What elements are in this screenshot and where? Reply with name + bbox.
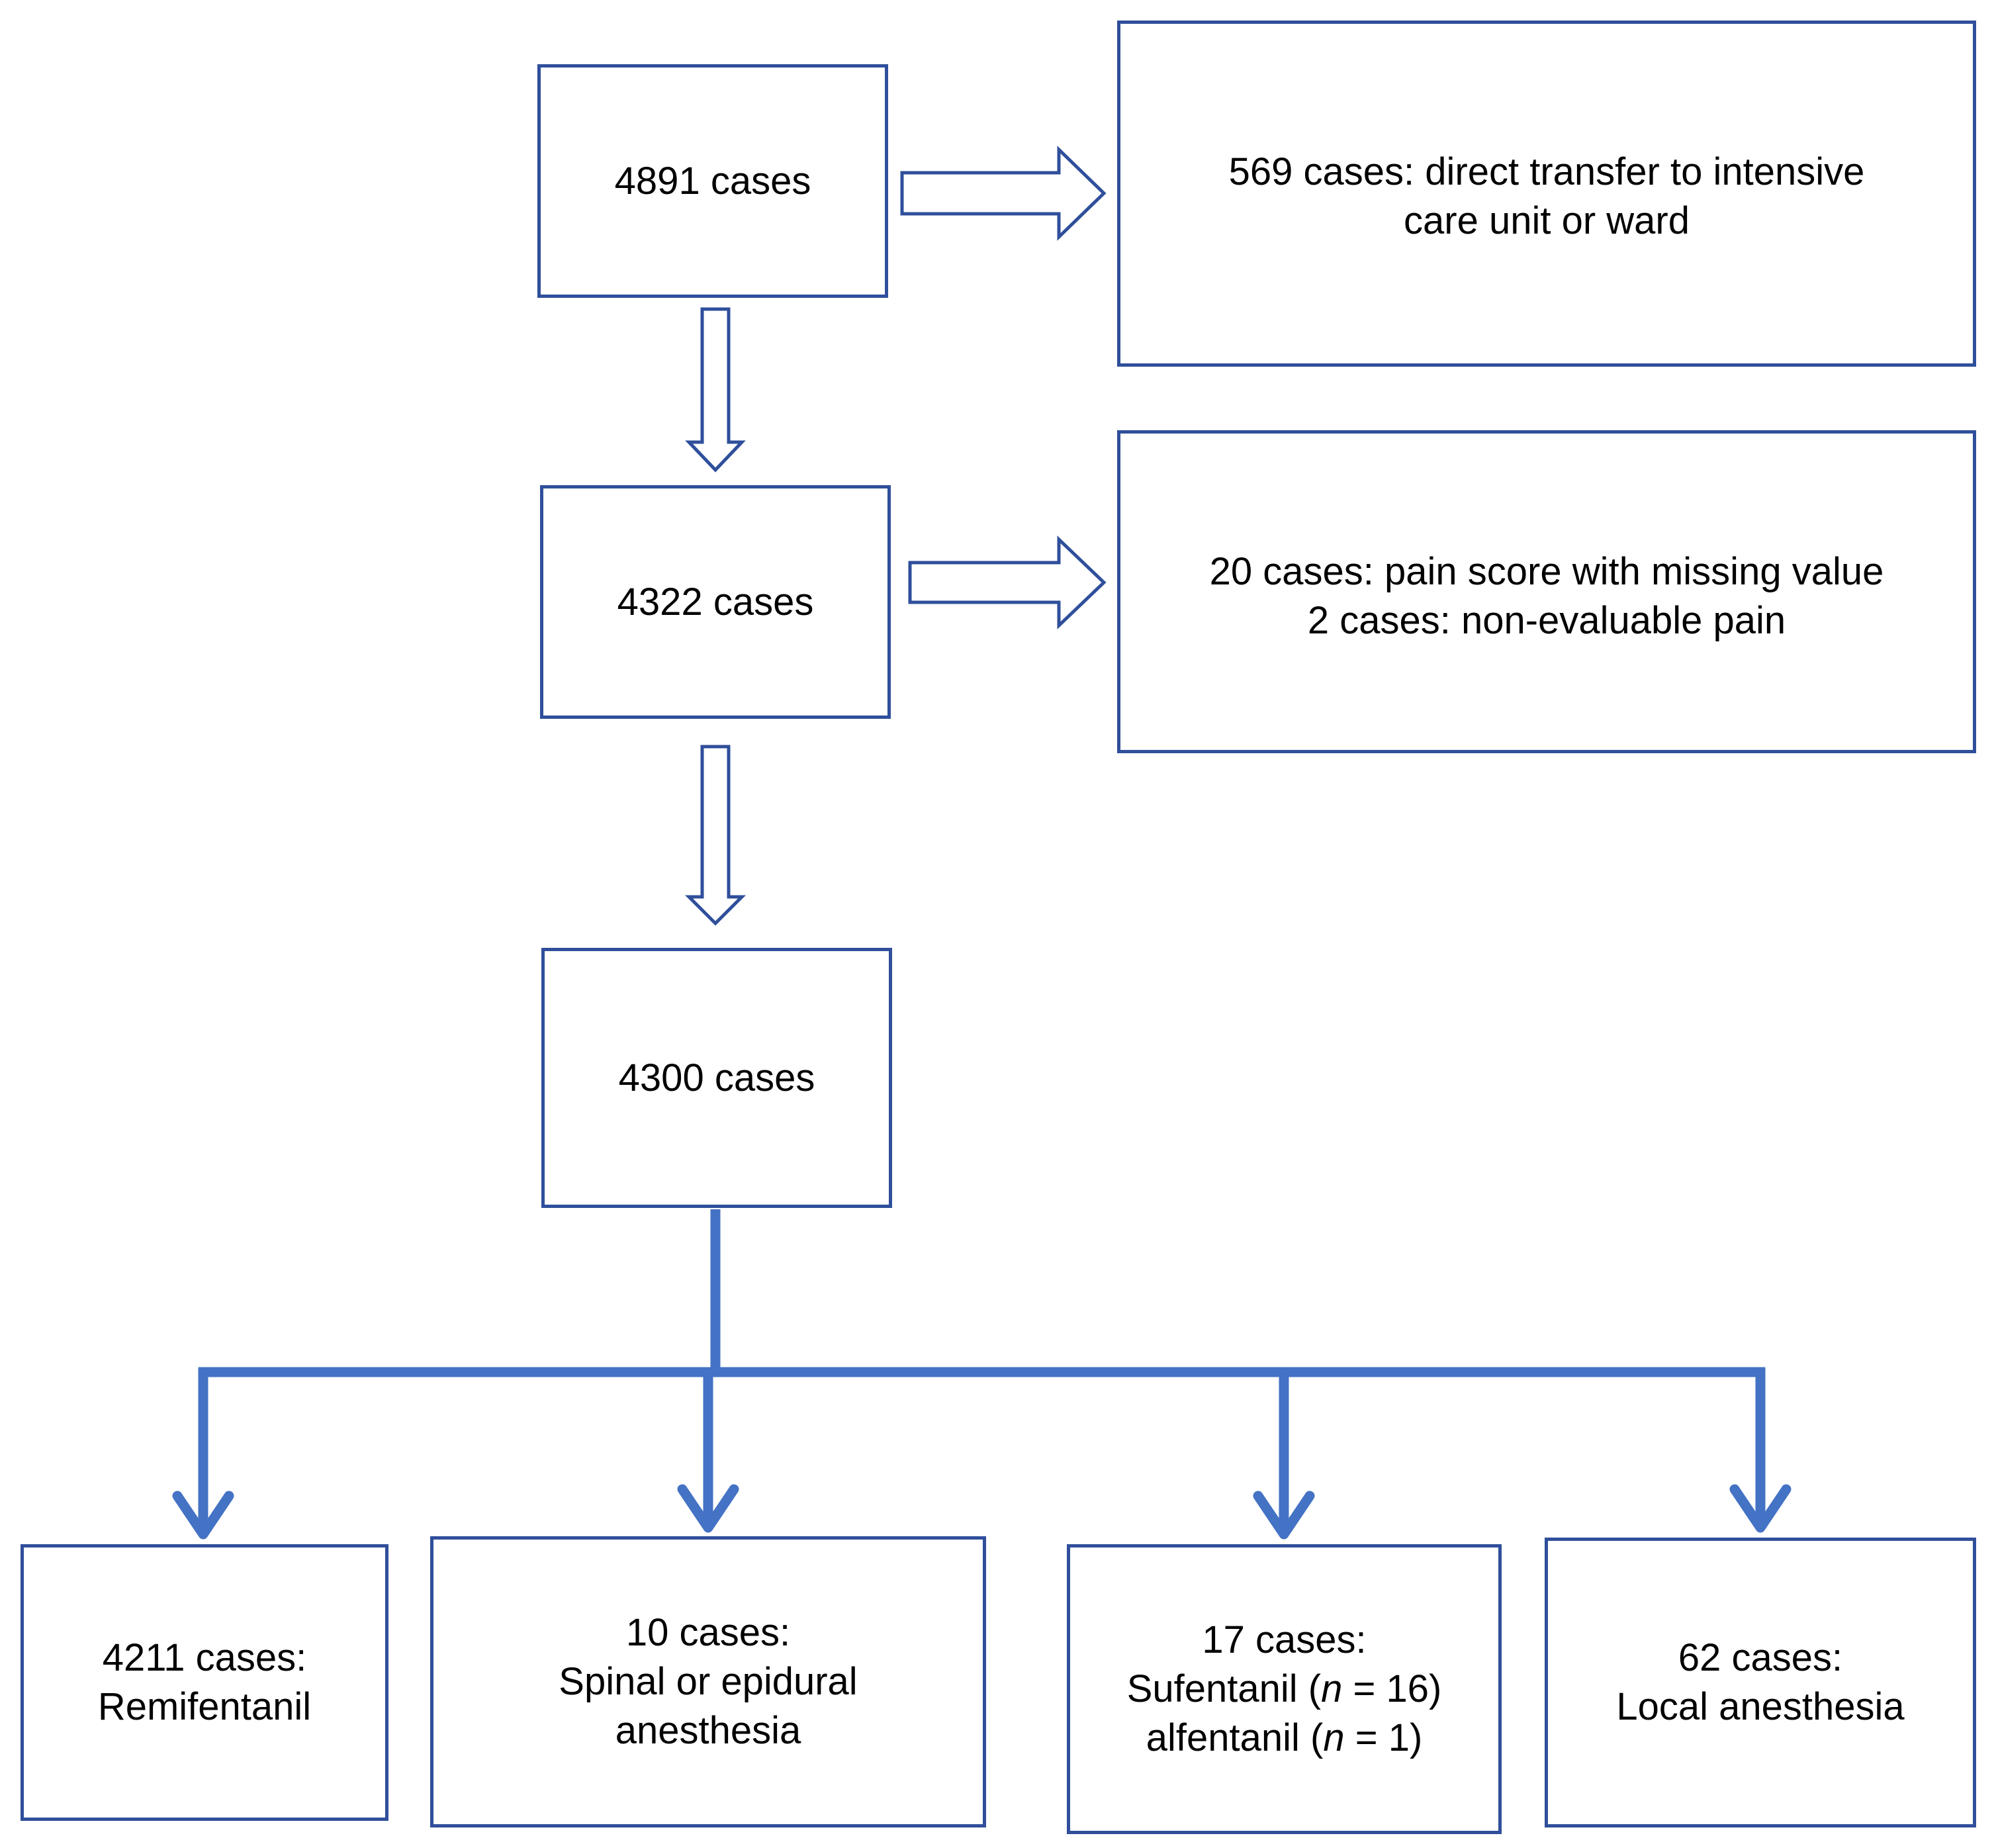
arrow-head-spinal bbox=[677, 1484, 739, 1533]
alfentanil-count: = 1) bbox=[1344, 1716, 1423, 1759]
arrow-down-1 bbox=[685, 307, 746, 473]
sufentanil-label: Sufentanil ( bbox=[1126, 1667, 1322, 1710]
arrow-right-2 bbox=[908, 535, 1107, 629]
box-start: 4891 cases bbox=[537, 64, 888, 298]
box-sufentanil-line1: 17 cases: bbox=[1202, 1618, 1367, 1661]
box-excluded-pain: 20 cases: pain score with missing value … bbox=[1117, 430, 1976, 753]
box-remifentanil: 4211 cases: Remifentanil bbox=[21, 1544, 388, 1821]
box-excluded-transfer: 569 cases: direct transfer to intensive … bbox=[1117, 21, 1976, 367]
arrow-right-1 bbox=[900, 146, 1107, 241]
box-mid-text: 4322 cases bbox=[617, 580, 814, 624]
box-excluded-transfer-line1: 569 cases: direct transfer to intensive bbox=[1228, 150, 1865, 193]
sufentanil-n-symbol: n bbox=[1321, 1667, 1343, 1710]
box-remifentanil-line1: 4211 cases: bbox=[102, 1636, 307, 1679]
box-sufentanil-line3: alfentanil (n = 1) bbox=[1146, 1714, 1423, 1763]
box-excluded-pain-line1: 20 cases: pain score with missing value bbox=[1209, 550, 1884, 593]
arrow-head-sufentanil bbox=[1253, 1491, 1315, 1540]
box-local-line2: Local anesthesia bbox=[1616, 1685, 1905, 1728]
box-mid: 4322 cases bbox=[540, 485, 891, 719]
alfentanil-label: alfentanil ( bbox=[1146, 1716, 1324, 1759]
box-excluded-pain-line2: 2 cases: non-evaluable pain bbox=[1307, 599, 1786, 642]
arrow-head-remifentanil bbox=[172, 1491, 234, 1540]
alfentanil-n-symbol: n bbox=[1323, 1716, 1345, 1759]
sufentanil-count: = 16) bbox=[1342, 1667, 1442, 1710]
box-start-text: 4891 cases bbox=[614, 159, 811, 203]
box-spinal-line3: anesthesia bbox=[615, 1709, 801, 1752]
box-sufentanil-line2: Sufentanil (n = 16) bbox=[1127, 1665, 1442, 1714]
box-spinal: 10 cases: Spinal or epidural anesthesia bbox=[430, 1536, 986, 1827]
arrow-head-local bbox=[1729, 1484, 1792, 1533]
box-excluded-transfer-line2: care unit or ward bbox=[1404, 199, 1690, 242]
box-local: 62 cases: Local anesthesia bbox=[1545, 1538, 1976, 1827]
arrow-down-2 bbox=[684, 745, 747, 926]
box-final-text: 4300 cases bbox=[618, 1056, 815, 1099]
box-spinal-line2: Spinal or epidural bbox=[559, 1660, 858, 1703]
box-sufentanil: 17 cases: Sufentanil (n = 16) alfentanil… bbox=[1067, 1544, 1502, 1834]
box-local-line1: 62 cases: bbox=[1678, 1636, 1843, 1679]
box-spinal-line1: 10 cases: bbox=[625, 1611, 791, 1654]
box-remifentanil-line2: Remifentanil bbox=[97, 1685, 312, 1728]
box-final: 4300 cases bbox=[541, 948, 892, 1208]
